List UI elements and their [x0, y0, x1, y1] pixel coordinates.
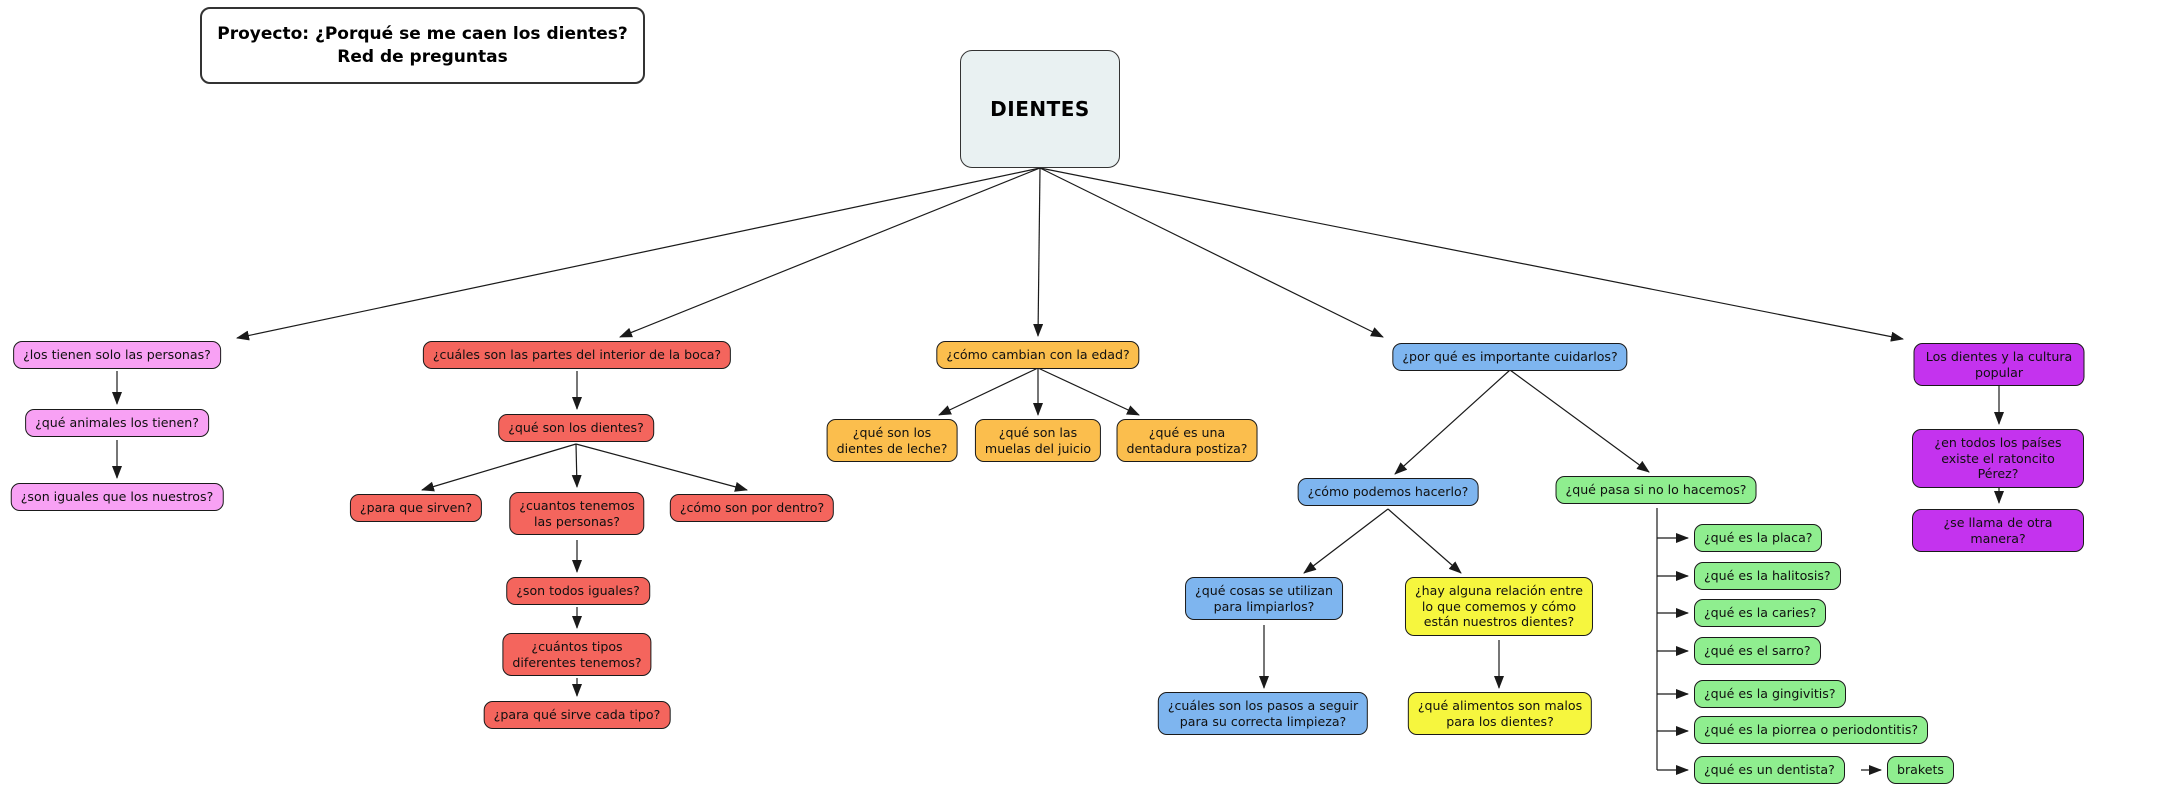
node-que-pasa-si-no-lo-hacemos[interactable]: ¿qué pasa si no lo hacemos?	[1555, 476, 1757, 504]
node-que-es-la-halitosis[interactable]: ¿qué es la halitosis?	[1694, 562, 1841, 590]
edge-root-to-purple	[1039, 167, 1904, 342]
node-alimentos-malos-para-dientes[interactable]: ¿qué alimentos son malos para los diente…	[1407, 692, 1593, 736]
edge-root-to-blue	[1039, 167, 1384, 338]
edge-o1-o2	[938, 367, 1039, 416]
node-como-son-por-dentro[interactable]: ¿cómo son por dentro?	[669, 494, 835, 522]
edge-b1-b2	[1394, 369, 1511, 475]
node-que-es-el-sarro[interactable]: ¿qué es el sarro?	[1694, 637, 1821, 665]
node-muelas-del-juicio[interactable]: ¿qué son las muelas del juicio	[974, 419, 1102, 463]
edge-r2-r4	[571, 443, 582, 488]
node-se-llama-de-otra-manera[interactable]: ¿se llama de otra manera?	[1912, 509, 2084, 553]
node-dientes-y-cultura-popular[interactable]: Los dientes y la cultura popular	[1913, 343, 2085, 387]
node-por-que-es-importante-cuidarlos[interactable]: ¿por qué es importante cuidarlos?	[1392, 343, 1628, 371]
node-brakets[interactable]: brakets	[1887, 756, 1954, 784]
node-que-son-los-dientes[interactable]: ¿qué son los dientes?	[498, 414, 654, 442]
node-que-es-la-gingivitis[interactable]: ¿qué es la gingivitis?	[1694, 680, 1846, 708]
node-cuantos-tenemos-las-personas[interactable]: ¿cuantos tenemos las personas?	[509, 492, 645, 536]
node-como-cambian-con-la-edad[interactable]: ¿cómo cambian con la edad?	[936, 341, 1140, 369]
node-son-todos-iguales[interactable]: ¿son todos iguales?	[506, 577, 650, 605]
edge-r2-r3	[421, 443, 577, 492]
edge-b2-b3	[1303, 508, 1389, 574]
node-para-que-sirven[interactable]: ¿para que sirven?	[349, 494, 483, 522]
node-que-es-la-caries[interactable]: ¿qué es la caries?	[1694, 599, 1827, 627]
node-que-es-la-piorrea-o-periodontitis[interactable]: ¿qué es la piorrea o periodontitis?	[1694, 716, 1929, 744]
edge-r2-r5	[575, 443, 748, 492]
node-que-es-un-dentista[interactable]: ¿qué es un dentista?	[1694, 756, 1845, 784]
node-que-es-la-placa[interactable]: ¿qué es la placa?	[1694, 524, 1823, 552]
edge-root-to-pink	[236, 167, 1041, 341]
node-que-animales-los-tienen[interactable]: ¿qué animales los tienen?	[25, 409, 209, 437]
edge-b1-g0	[1509, 369, 1650, 473]
edge-root-to-red	[619, 167, 1041, 338]
node-para-que-sirve-cada-tipo[interactable]: ¿para qué sirve cada tipo?	[483, 701, 671, 729]
node-dentadura-postiza[interactable]: ¿qué es una dentadura postiza?	[1116, 419, 1258, 463]
node-dientes[interactable]: DIENTES	[960, 50, 1120, 168]
edge-b2-y1	[1387, 508, 1462, 574]
edge-o1-o4	[1037, 367, 1140, 416]
node-dientes-de-leche[interactable]: ¿qué son los dientes de leche?	[826, 419, 958, 463]
node-como-podemos-hacerlo[interactable]: ¿cómo podemos hacerlo?	[1297, 478, 1479, 506]
node-que-cosas-se-utilizan-para-limpiarlos[interactable]: ¿qué cosas se utilizan para limpiarlos?	[1185, 577, 1343, 621]
node-pasos-correcta-limpieza[interactable]: ¿cuáles son los pasos a seguir para su c…	[1157, 692, 1369, 736]
node-los-tienen-solo-las-personas[interactable]: ¿los tienen solo las personas?	[13, 341, 221, 369]
node-ratoncito-perez[interactable]: ¿en todos los países existe el ratoncito…	[1912, 429, 2084, 489]
node-partes-del-interior-de-la-boca[interactable]: ¿cuáles son las partes del interior de l…	[422, 341, 732, 369]
title-box: Proyecto: ¿Porqué se me caen los dientes…	[200, 7, 645, 84]
node-son-iguales-que-los-nuestros[interactable]: ¿son iguales que los nuestros?	[10, 483, 224, 511]
node-relacion-comida-dientes[interactable]: ¿hay alguna relación entre lo que comemo…	[1404, 577, 1594, 637]
node-cuantos-tipos-diferentes-tenemos[interactable]: ¿cuántos tipos diferentes tenemos?	[502, 633, 652, 677]
edge-root-to-orange	[1033, 167, 1044, 337]
